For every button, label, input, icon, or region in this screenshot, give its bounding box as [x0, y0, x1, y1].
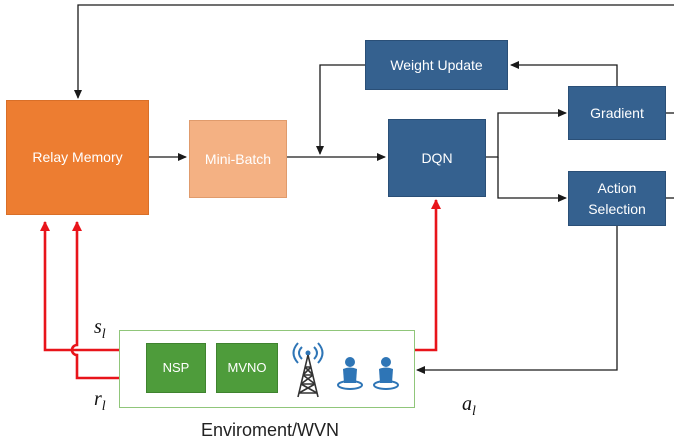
weight-update-to-line: [316, 64, 365, 155]
nsp-label: NSP: [162, 359, 190, 375]
weight-update-block[interactable]: Weight Update: [365, 40, 508, 90]
state-label: sl: [94, 316, 106, 342]
mini-batch-label: Mini-Batch: [204, 150, 272, 167]
user-icon: [337, 357, 363, 390]
reward-label: rl: [94, 388, 106, 414]
action-selection-label: Action Selection: [588, 180, 646, 217]
relay-memory-label: Relay Memory: [32, 149, 123, 166]
user-icon: [373, 357, 399, 390]
mini-batch-block[interactable]: Mini-Batch: [189, 120, 287, 198]
env-to-dqn-arrow: [415, 199, 441, 352]
dqn-to-gradient-arrow: [486, 109, 567, 158]
top-feedback-line: [74, 4, 674, 99]
gradient-to-weight-update: [510, 61, 618, 86]
weight-update-label: Weight Update: [390, 56, 483, 73]
dqn-to-action-arrow: [497, 157, 567, 202]
cell-tower-icon: [292, 342, 324, 398]
environment-title: Enviroment/WVN: [200, 420, 340, 440]
environment-box[interactable]: NSP MVNO: [119, 330, 415, 408]
nsp-block[interactable]: NSP: [146, 343, 206, 393]
action-to-environment-arrow: [416, 226, 618, 374]
gradient-block[interactable]: Gradient: [568, 86, 666, 140]
state-arrow: [40, 221, 121, 352]
mvno-label: MVNO: [227, 359, 267, 375]
action-label: al: [462, 393, 476, 419]
relay-memory-block[interactable]: Relay Memory: [6, 100, 149, 215]
reward-arrow: [70, 221, 121, 380]
action-selection-block[interactable]: Action Selection: [568, 171, 666, 226]
dqn-block[interactable]: DQN: [388, 119, 486, 197]
mvno-block[interactable]: MVNO: [216, 343, 278, 393]
gradient-label: Gradient: [590, 104, 644, 121]
dqn-label: DQN: [421, 149, 453, 166]
